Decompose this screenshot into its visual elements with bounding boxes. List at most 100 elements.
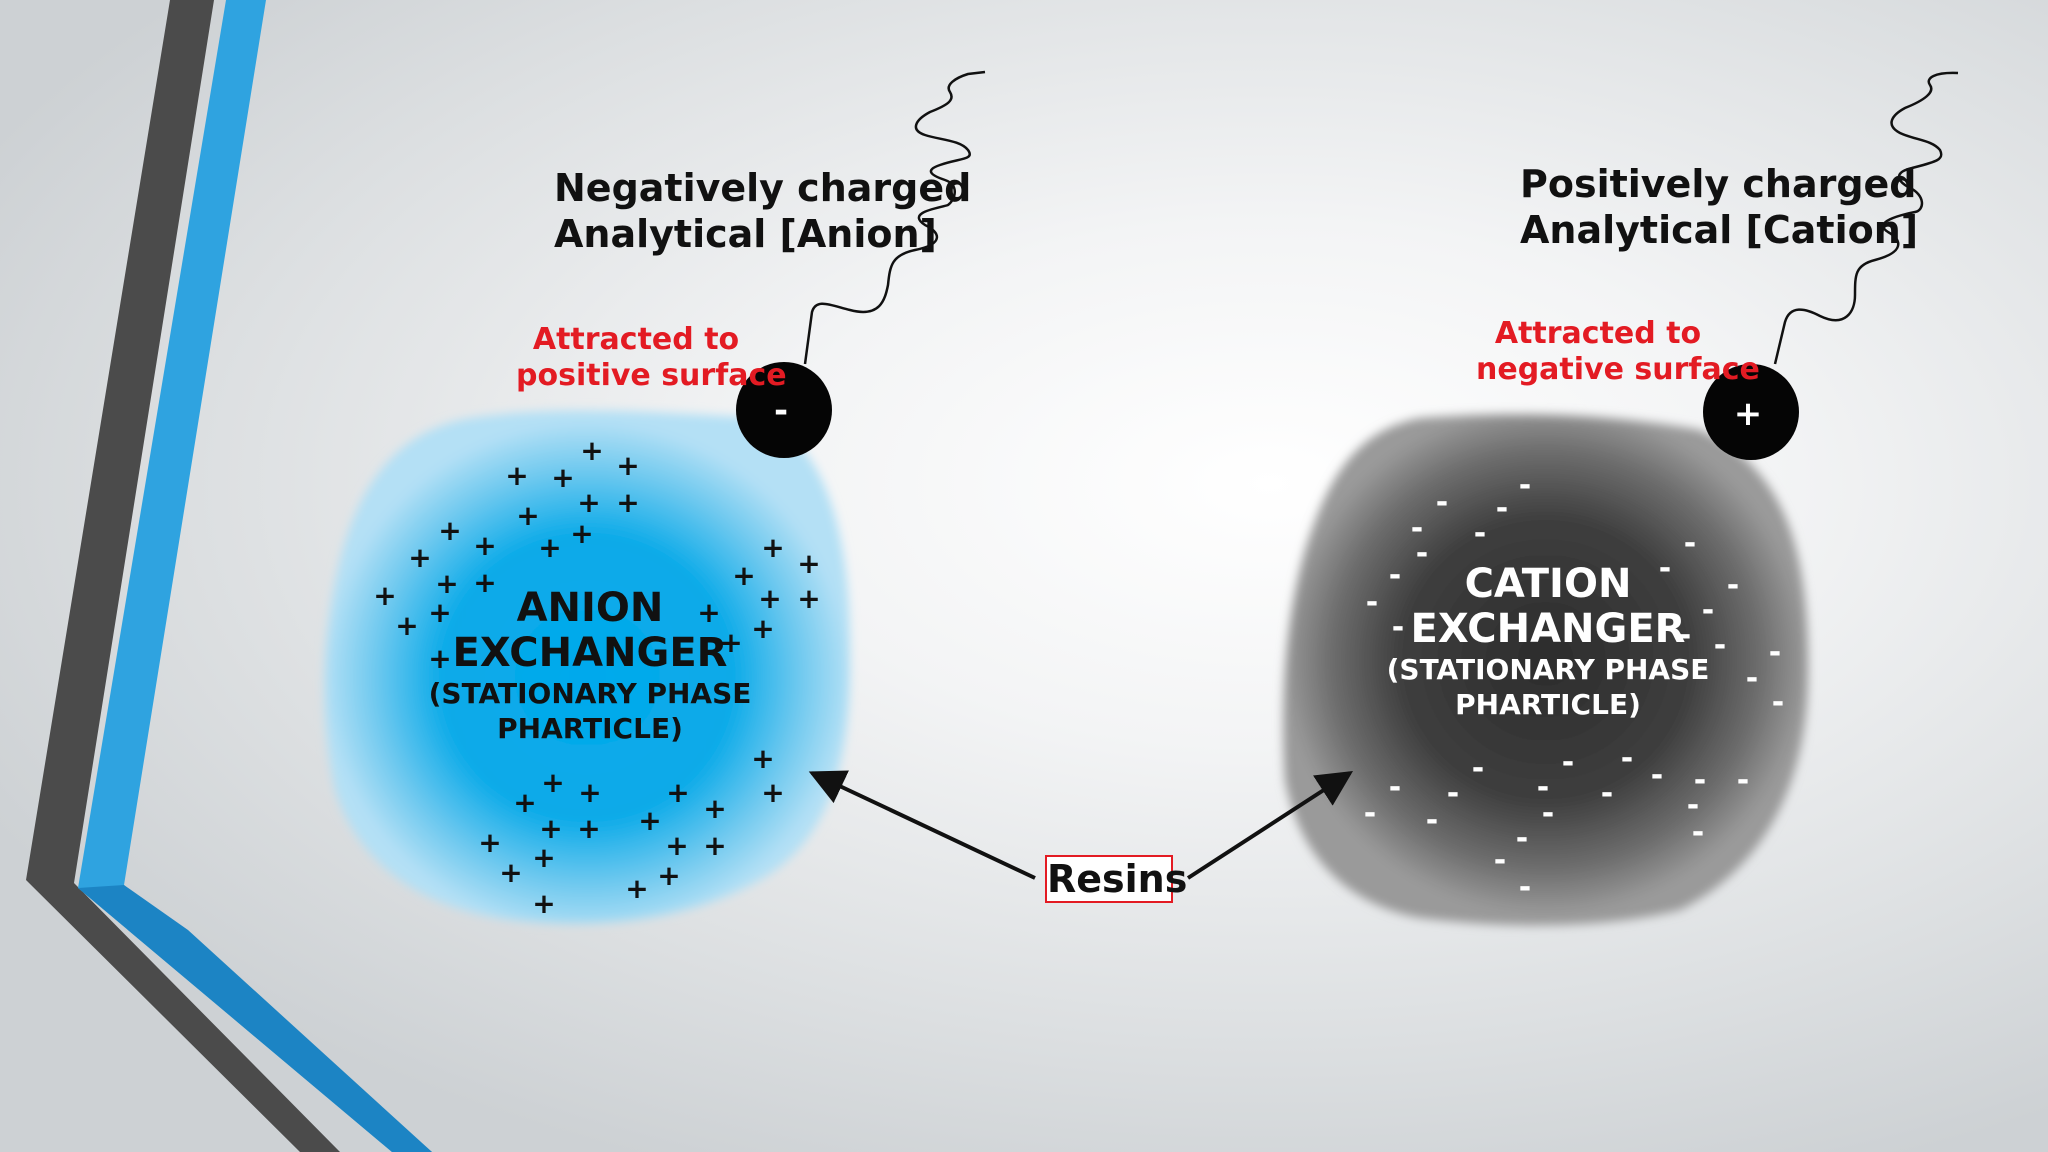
minus-sign: - — [1562, 745, 1574, 780]
anion-analyte-tail — [803, 70, 986, 365]
minus-sign: - — [1392, 610, 1404, 645]
minus-sign: - — [1659, 551, 1671, 586]
plus-sign: + — [580, 434, 603, 467]
plus-sign: + — [761, 531, 784, 564]
minus-sign: - — [1684, 526, 1696, 561]
plus-sign: + — [797, 582, 820, 615]
plus-sign: + — [657, 859, 680, 892]
minus-sign: - — [1516, 821, 1528, 856]
minus-sign: - — [1472, 751, 1484, 786]
minus-sign: - — [1651, 758, 1663, 793]
plus-sign: + — [703, 792, 726, 825]
minus-sign: - — [1621, 741, 1633, 776]
plus-sign: + — [570, 517, 593, 550]
plus-sign: + — [761, 776, 784, 809]
minus-sign: - — [1519, 468, 1531, 503]
blue-stripe-lower — [78, 885, 432, 1152]
plus-sign: + — [532, 841, 555, 874]
minus-sign: - — [1436, 485, 1448, 520]
cation-ion-symbol: + — [1734, 394, 1763, 434]
plus-sign: + — [505, 459, 528, 492]
plus-sign: + — [473, 566, 496, 599]
anion-attraction-caption: Attracted to positive surface — [516, 322, 787, 394]
minus-sign: - — [1474, 516, 1486, 551]
anion-exchanger-line1: ANION — [516, 585, 664, 631]
minus-sign: - — [1494, 843, 1506, 878]
plus-sign: + — [516, 499, 539, 532]
cation-exchanger-particle — [1283, 414, 1809, 926]
plus-sign: + — [408, 541, 431, 574]
plus-sign: + — [513, 786, 536, 819]
minus-sign: - — [1426, 803, 1438, 838]
anion-title-line1: Negatively charged — [554, 166, 972, 210]
cation-attraction-line2: negative surface — [1476, 352, 1760, 387]
minus-sign: - — [1389, 770, 1401, 805]
cation-title: Positively charged Analytical [Cation] — [1520, 162, 1918, 253]
cation-surface-charges: - - - - - - - - - - - - - - - - - - - - … — [1364, 468, 1784, 905]
minus-sign: - — [1411, 511, 1423, 546]
plus-sign: + — [473, 529, 496, 562]
anion-exchanger-line2: EXCHANGER — [452, 629, 728, 676]
minus-sign: - — [1746, 661, 1758, 696]
plus-sign: + — [395, 609, 418, 642]
plus-sign: + — [665, 829, 688, 862]
plus-sign: + — [538, 531, 561, 564]
plus-sign: + — [625, 872, 648, 905]
cation-title-line1: Positively charged — [1520, 162, 1917, 206]
plus-sign: + — [666, 776, 689, 809]
plus-sign: + — [577, 812, 600, 845]
minus-sign: - — [1687, 788, 1699, 823]
plus-sign: + — [703, 829, 726, 862]
anion-surface-charges: + + + + + + + + + + + + + + + + + + + + … — [373, 434, 820, 920]
cation-exchanger-line2: EXCHANGER — [1410, 605, 1686, 652]
cation-analyte: + — [1703, 364, 1799, 460]
minus-sign: - — [1601, 776, 1613, 811]
plus-sign: + — [638, 804, 661, 837]
anion-exchanger-label: ANION EXCHANGER (STATIONARY PHASE PHARTI… — [420, 586, 760, 746]
cation-phase-line1: (STATIONARY PHASE — [1386, 652, 1710, 686]
plus-sign: + — [719, 626, 742, 659]
anion-ion-symbol: - — [774, 391, 788, 431]
plus-sign: + — [751, 742, 774, 775]
resins-arrow-to-cation — [1186, 771, 1354, 880]
cation-exchanger-line1: CATION — [1464, 561, 1632, 607]
anion-phase-line2: PHARTICLE) — [497, 711, 683, 745]
plus-sign: + — [697, 596, 720, 629]
anion-title-line2: Analytical [Anion] — [554, 211, 937, 256]
minus-sign: - — [1496, 491, 1508, 526]
plus-sign: + — [758, 582, 781, 615]
minus-sign: - — [1769, 635, 1781, 670]
plus-sign: + — [577, 486, 600, 519]
minus-sign: - — [1679, 618, 1691, 653]
plus-sign: + — [478, 826, 501, 859]
minus-sign: - — [1389, 558, 1401, 593]
minus-sign: - — [1519, 870, 1531, 905]
plus-sign: + — [428, 596, 451, 629]
minus-sign: - — [1772, 685, 1784, 720]
cation-attraction-line1: Attracted to — [1494, 316, 1702, 351]
plus-sign: + — [751, 612, 774, 645]
anion-phase-line1: (STATIONARY PHASE — [428, 676, 752, 710]
decorative-stripes — [26, 0, 432, 1152]
anion-title: Negatively charged Analytical [Anion] — [554, 166, 971, 257]
minus-sign: - — [1364, 796, 1376, 831]
plus-sign: + — [499, 856, 522, 889]
plus-sign: + — [551, 461, 574, 494]
anion-exchanger-particle — [324, 410, 851, 924]
resins-label: Resins — [1045, 855, 1188, 903]
minus-sign: - — [1416, 536, 1428, 571]
plus-sign: + — [732, 559, 755, 592]
plus-sign: + — [797, 547, 820, 580]
cation-attraction-caption: Attracted to negative surface — [1476, 316, 1760, 388]
minus-sign: - — [1692, 815, 1704, 850]
anion-attraction-line2: positive surface — [516, 358, 787, 393]
cation-exchanger-label: CATION EXCHANGER (STATIONARY PHASE PHART… — [1378, 562, 1718, 722]
minus-sign: - — [1537, 770, 1549, 805]
plus-sign: + — [532, 887, 555, 920]
minus-sign: - — [1694, 763, 1706, 798]
minus-sign: - — [1737, 763, 1749, 798]
plus-sign: + — [428, 642, 451, 675]
plus-sign: + — [616, 486, 639, 519]
anion-analyte: - — [736, 362, 832, 458]
